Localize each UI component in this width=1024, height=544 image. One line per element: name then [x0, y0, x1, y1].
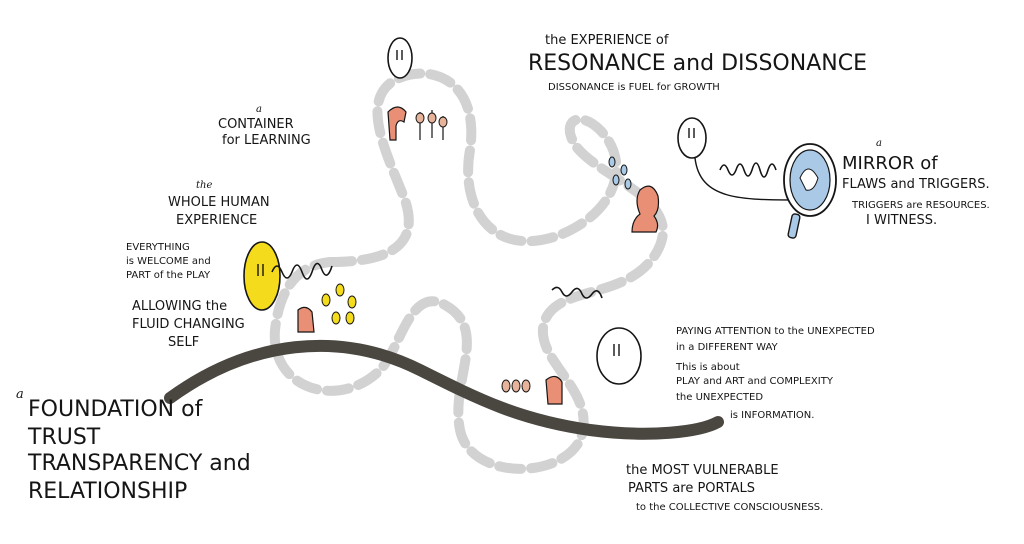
paying-line-4: PLAY and ART and COMPLEXITY	[676, 376, 833, 387]
foundation-line-3: TRANSPARENCY and	[28, 451, 251, 476]
speech-bubble-icon	[387, 37, 413, 79]
vulnerable-line-2: PARTS are PORTALS	[628, 481, 755, 496]
yellow-speech-bubble-icon	[243, 241, 281, 311]
foundation-article: a	[16, 387, 24, 402]
mirror-line-4: I WITNESS.	[866, 213, 938, 228]
allowing-line-3: SELF	[168, 335, 200, 350]
paying-line-3: This is about	[676, 362, 740, 373]
foundation-line-4: RELATIONSHIP	[28, 479, 188, 504]
speech-bubble-icon	[596, 327, 642, 385]
speech-bubble-icon	[677, 117, 707, 159]
paying-line-1: PAYING ATTENTION to the UNEXPECTED	[676, 326, 875, 337]
mirror-icon	[783, 143, 837, 239]
paying-line-6: is INFORMATION.	[730, 410, 815, 421]
figure-icon	[297, 283, 357, 333]
vulnerable-line-1: the MOST VULNERABLE	[626, 463, 779, 478]
vulnerable-line-3: to the COLLECTIVE CONSCIOUSNESS.	[636, 502, 824, 513]
resonance-line-2: RESONANCE and DISSONANCE	[528, 51, 867, 76]
figure-icon	[387, 106, 448, 141]
figure-icon	[501, 375, 563, 405]
container-line-2: for LEARNING	[222, 133, 311, 148]
squiggle-icon	[271, 262, 333, 280]
whole-line-2: EXPERIENCE	[176, 213, 258, 228]
whole-line-1: WHOLE HUMAN	[168, 195, 270, 210]
squiggle-icon	[719, 162, 777, 178]
winding-dashed-path	[269, 68, 668, 474]
container-line-1: CONTAINER	[218, 117, 294, 132]
allowing-line-2: FLUID CHANGING	[132, 317, 245, 332]
resonance-line-1: the EXPERIENCE of	[545, 33, 669, 48]
foundation-line-2: TRUST	[28, 425, 101, 450]
mirror-line-3: TRIGGERS are RESOURCES.	[852, 200, 990, 211]
everything-line-1: EVERYTHING	[126, 242, 190, 253]
everything-line-3: PART of the PLAY	[126, 270, 211, 281]
paying-line-2: in a DIFFERENT WAY	[676, 342, 778, 353]
mirror-line-1: MIRROR of	[842, 153, 938, 174]
container-article: a	[256, 104, 262, 115]
whole-article: the	[196, 180, 213, 191]
mirror-tether-line	[694, 157, 801, 201]
resonance-line-3: DISSONANCE is FUEL for GROWTH	[548, 82, 720, 93]
mirror-article: a	[876, 138, 882, 149]
foundation-ground-line	[164, 339, 724, 440]
everything-line-2: is WELCOME and	[126, 256, 211, 267]
mirror-line-2: FLAWS and TRIGGERS.	[842, 177, 990, 192]
squiggle-icon	[551, 286, 603, 299]
paying-line-5: the UNEXPECTED	[676, 392, 764, 403]
allowing-line-1: ALLOWING the	[132, 299, 228, 314]
figure-icon	[608, 156, 660, 233]
foundation-line-1: FOUNDATION of	[28, 397, 203, 422]
